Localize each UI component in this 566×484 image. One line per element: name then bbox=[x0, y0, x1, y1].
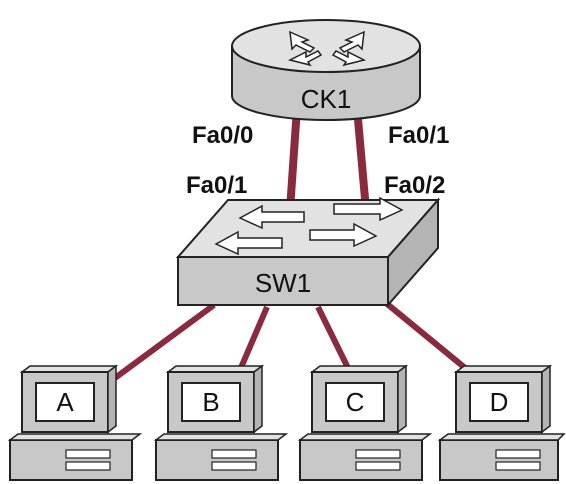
router-ck1: CK1 bbox=[231, 19, 421, 121]
link-ck1-fa01-sw1-fa02 bbox=[353, 107, 370, 211]
switch-sw1: SW1 bbox=[175, 196, 441, 308]
pc-a-screen bbox=[35, 382, 95, 422]
pc-b: B bbox=[153, 364, 289, 481]
switch-front bbox=[177, 256, 389, 306]
link-sw1-pc-a bbox=[113, 302, 216, 381]
pc-d-label: D bbox=[490, 387, 509, 417]
pc-c-label: C bbox=[346, 387, 365, 417]
pc-a: A bbox=[7, 364, 143, 481]
switch-name-label: SW1 bbox=[255, 268, 311, 298]
pc-b-base bbox=[155, 439, 279, 481]
router-arrows-icon bbox=[287, 30, 367, 67]
link-sw1-pc-c bbox=[315, 305, 352, 372]
pc-d-base bbox=[439, 439, 559, 481]
pc-a-label: A bbox=[56, 387, 74, 417]
switch-pc-links bbox=[113, 300, 472, 381]
switch-port-right-label: Fa0/2 bbox=[384, 172, 445, 199]
pc-d-screen bbox=[469, 382, 529, 422]
pc-b-screen bbox=[181, 382, 241, 422]
link-sw1-pc-d bbox=[384, 300, 472, 375]
router-switch-links bbox=[286, 107, 370, 211]
switch-port-left-label: Fa0/1 bbox=[186, 172, 247, 199]
router-name-label: CK1 bbox=[301, 84, 352, 114]
router-port-right-label: Fa0/1 bbox=[388, 122, 449, 149]
switch-arrows-icon bbox=[214, 196, 404, 256]
pc-c-base bbox=[299, 439, 423, 481]
link-ck1-fa00-sw1-fa01 bbox=[286, 107, 301, 211]
pc-d: D bbox=[437, 364, 566, 481]
router-port-left-label: Fa0/0 bbox=[192, 122, 253, 149]
pc-b-label: B bbox=[202, 387, 219, 417]
pc-c-screen bbox=[325, 382, 385, 422]
pc-a-base bbox=[9, 439, 133, 481]
link-sw1-pc-b bbox=[237, 305, 270, 372]
router-top bbox=[231, 19, 421, 73]
pc-c: C bbox=[297, 364, 433, 481]
